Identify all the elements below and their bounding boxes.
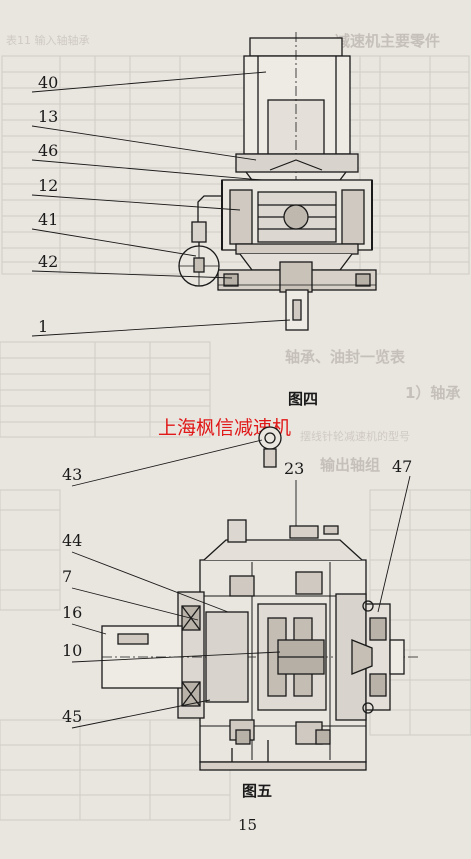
callout-42: 42 — [38, 252, 58, 271]
ghost-heading-top-right: 减速机主要零件 — [335, 32, 440, 50]
callout-10: 10 — [62, 641, 82, 660]
motor-body — [243, 32, 351, 330]
lifting-eye — [258, 426, 282, 468]
page-number: 15 — [238, 816, 257, 834]
base-feet — [199, 729, 367, 771]
base — [217, 253, 377, 293]
callout-40: 40 — [38, 73, 58, 92]
callout-16: 16 — [62, 603, 82, 622]
oil-pump — [178, 195, 222, 287]
callout-23: 23 — [284, 459, 304, 478]
callout-47: 47 — [392, 457, 412, 476]
callout-13: 13 — [38, 107, 58, 126]
callout-1: 1 — [38, 317, 48, 336]
ghost-heading-left: 表11 输入轴轴承 — [6, 33, 90, 47]
callout-7: 7 — [62, 567, 72, 586]
figure-5-leaders — [71, 439, 411, 729]
figure-5-caption: 图五 — [242, 782, 272, 800]
gear-train — [205, 571, 327, 745]
callout-12: 12 — [38, 176, 58, 195]
callout-43: 43 — [62, 465, 82, 484]
figure-4-callouts: 40 13 46 12 41 42 1 — [38, 73, 58, 336]
callout-44: 44 — [62, 531, 82, 550]
figure-5-drawing — [101, 426, 420, 771]
figure-4-caption: 图四 — [288, 390, 318, 408]
watermark-text: 上海枫信减速机 — [158, 417, 291, 439]
callout-46: 46 — [38, 141, 58, 160]
figure-4-leaders — [31, 71, 291, 337]
callout-41: 41 — [38, 210, 58, 229]
flange — [235, 153, 359, 181]
ghost-output-heading: 输出轴组 — [320, 456, 380, 474]
figure-4-drawing — [178, 32, 377, 331]
reducer-housing — [221, 179, 373, 255]
output-shaft — [285, 289, 309, 331]
output-flange — [335, 593, 405, 721]
callout-45: 45 — [62, 707, 82, 726]
ghost-model-line: 摆线针轮减速机的型号 — [300, 429, 410, 443]
ghost-bearing-heading: 轴承、油封一览表 — [285, 348, 406, 366]
figure-5-callouts: 43 44 7 16 10 45 23 47 — [62, 457, 412, 726]
ghost-bearing-sub: 1）轴承 — [405, 384, 460, 402]
